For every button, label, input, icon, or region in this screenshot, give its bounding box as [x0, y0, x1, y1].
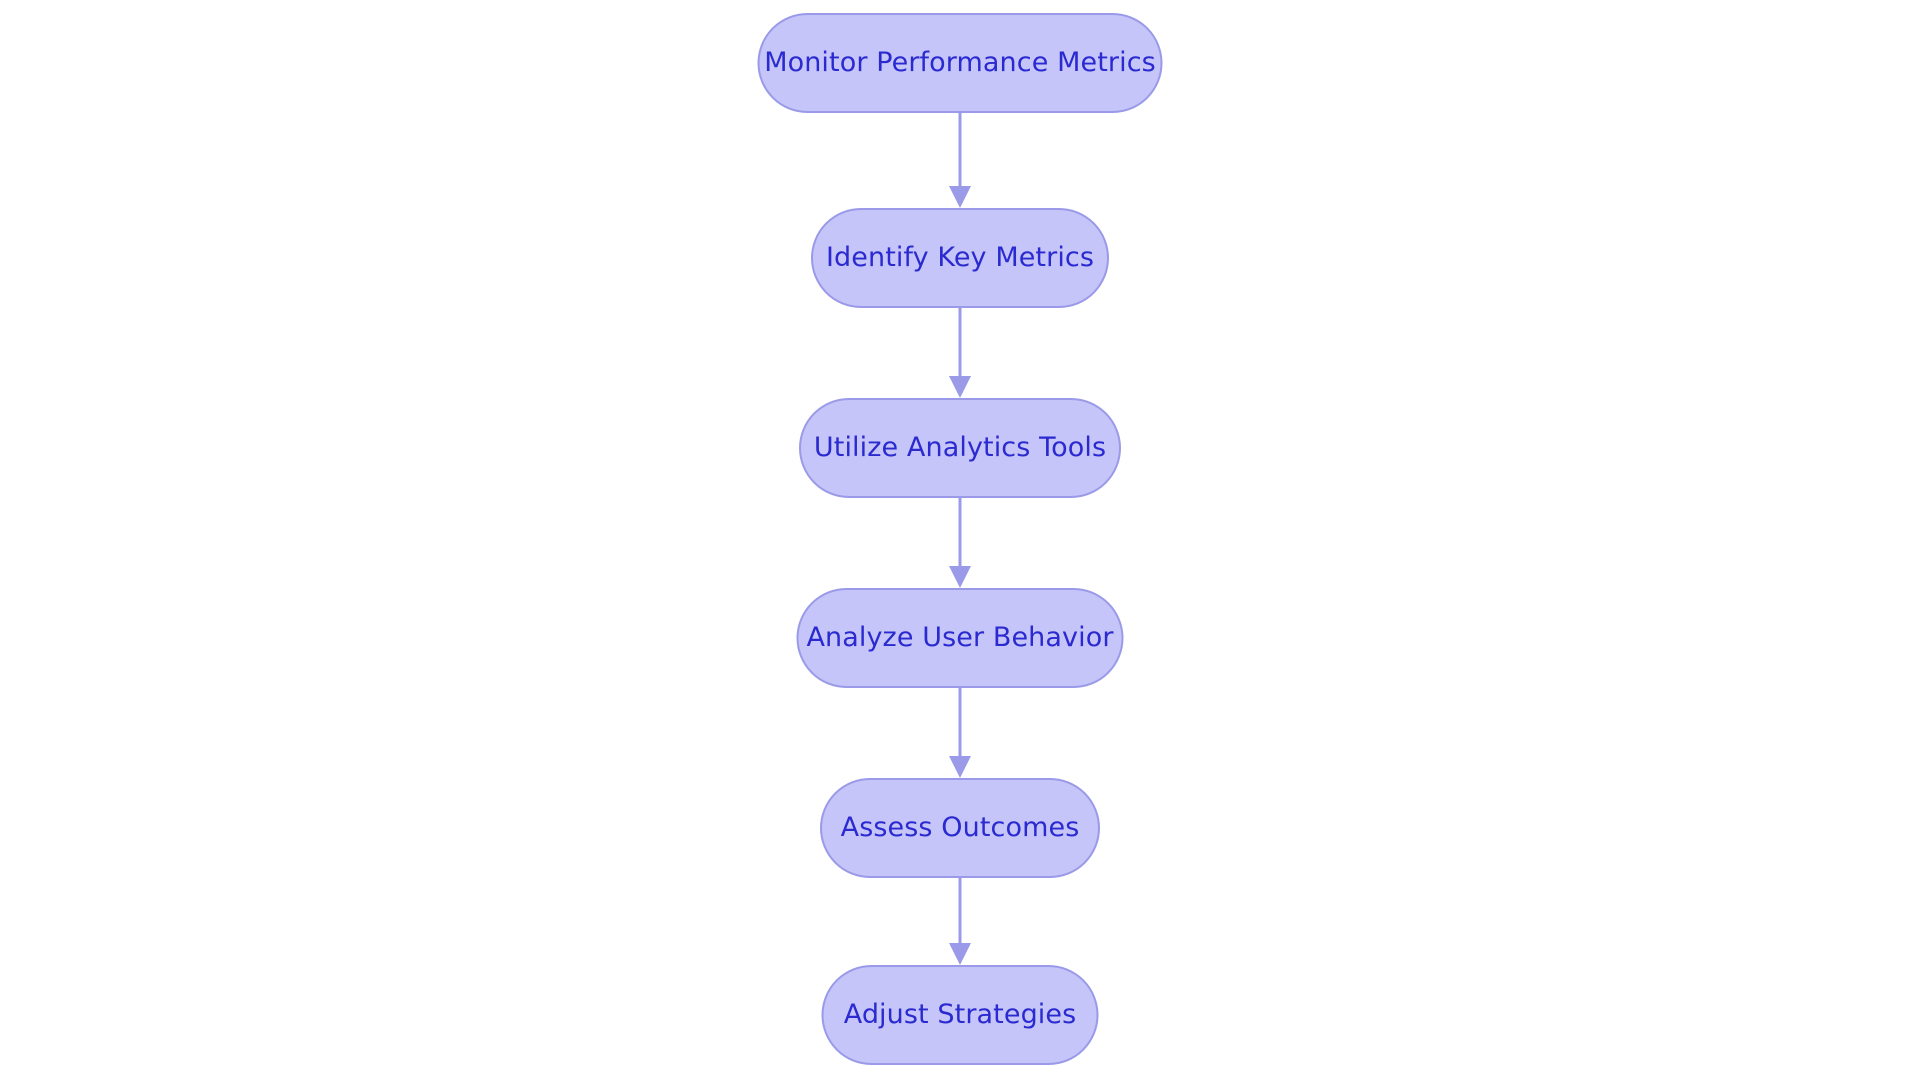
flow-node-utilize-analytics-tools[interactable]: Utilize Analytics Tools: [799, 398, 1121, 498]
arrowhead-icon: [949, 186, 971, 208]
flow-connector-monitor-to-identify: [940, 113, 980, 208]
arrowhead-icon: [949, 566, 971, 588]
flow-node-label: Utilize Analytics Tools: [813, 432, 1107, 464]
flow-connector-utilize-to-analyze: [940, 498, 980, 588]
flow-node-monitor-performance-metrics[interactable]: Monitor Performance Metrics: [757, 13, 1163, 113]
arrowhead-icon: [949, 756, 971, 778]
arrowhead-icon: [949, 943, 971, 965]
arrowhead-icon: [949, 376, 971, 398]
flow-node-adjust-strategies[interactable]: Adjust Strategies: [821, 965, 1099, 1065]
flow-node-label: Monitor Performance Metrics: [764, 47, 1156, 79]
flow-node-assess-outcomes[interactable]: Assess Outcomes: [820, 778, 1100, 878]
flow-node-label: Adjust Strategies: [843, 999, 1077, 1031]
flow-connector-assess-to-adjust: [940, 878, 980, 965]
flow-node-identify-key-metrics[interactable]: Identify Key Metrics: [811, 208, 1109, 308]
flow-node-label: Assess Outcomes: [840, 812, 1080, 844]
flow-node-analyze-user-behavior[interactable]: Analyze User Behavior: [796, 588, 1124, 688]
flow-connector-analyze-to-assess: [940, 688, 980, 778]
flow-node-label: Analyze User Behavior: [806, 622, 1114, 654]
flow-node-label: Identify Key Metrics: [825, 242, 1095, 274]
flow-connector-identify-to-utilize: [940, 308, 980, 398]
